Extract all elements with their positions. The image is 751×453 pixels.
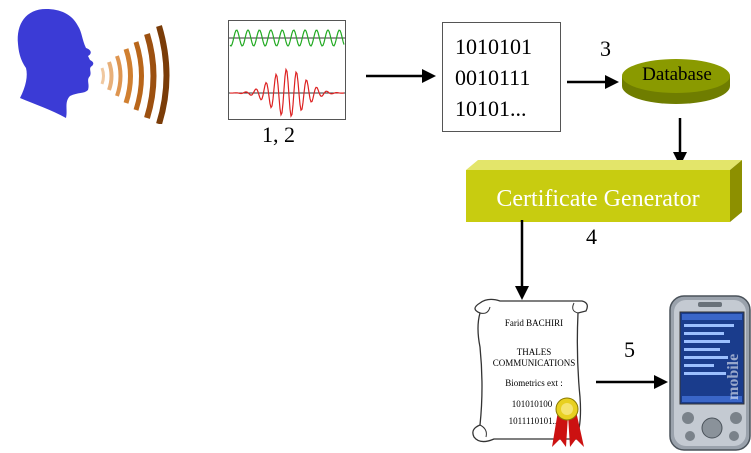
generator-label: Certificate Generator	[496, 186, 700, 212]
certificate-org-line: COMMUNICATIONS	[492, 358, 576, 368]
wave-step-label: 1, 2	[262, 122, 295, 147]
certificate-field-label: Biometrics ext :	[505, 378, 563, 388]
database-step-label: 3	[600, 36, 611, 61]
certificate-value-line: 101010100	[511, 399, 553, 409]
generator-step-label: 4	[586, 224, 597, 249]
green-waveform	[229, 29, 345, 47]
device-brand: mobile	[725, 354, 742, 400]
device-step-label: 5	[624, 337, 635, 362]
arrow-right-icon	[596, 375, 668, 389]
speaker-icon	[17, 9, 170, 124]
head-silhouette	[17, 9, 94, 118]
seal-icon	[552, 397, 584, 447]
sound-waves	[100, 25, 170, 124]
waveform-panel	[228, 20, 346, 120]
certificate-org-line: THALES	[516, 347, 552, 357]
database-label: Database	[642, 64, 712, 85]
database-icon	[622, 59, 730, 104]
arrow-down-icon	[673, 118, 687, 166]
arrow-right-icon	[366, 69, 436, 83]
binary-line: 10101...	[455, 96, 527, 121]
binary-data-box: 1010101 0010111 10101...	[442, 22, 561, 132]
binary-line: 1010101	[455, 34, 532, 59]
arrow-right-icon	[567, 75, 619, 89]
binary-line: 0010111	[455, 65, 531, 90]
red-waveform	[229, 67, 345, 118]
pda-device-icon: mobile	[669, 295, 751, 451]
arrow-down-icon	[515, 220, 529, 300]
certificate-generator-box	[466, 160, 742, 222]
certificate-value-line: 1011110101...	[508, 416, 560, 426]
certificate-name: Farid BACHIRI	[504, 318, 564, 328]
